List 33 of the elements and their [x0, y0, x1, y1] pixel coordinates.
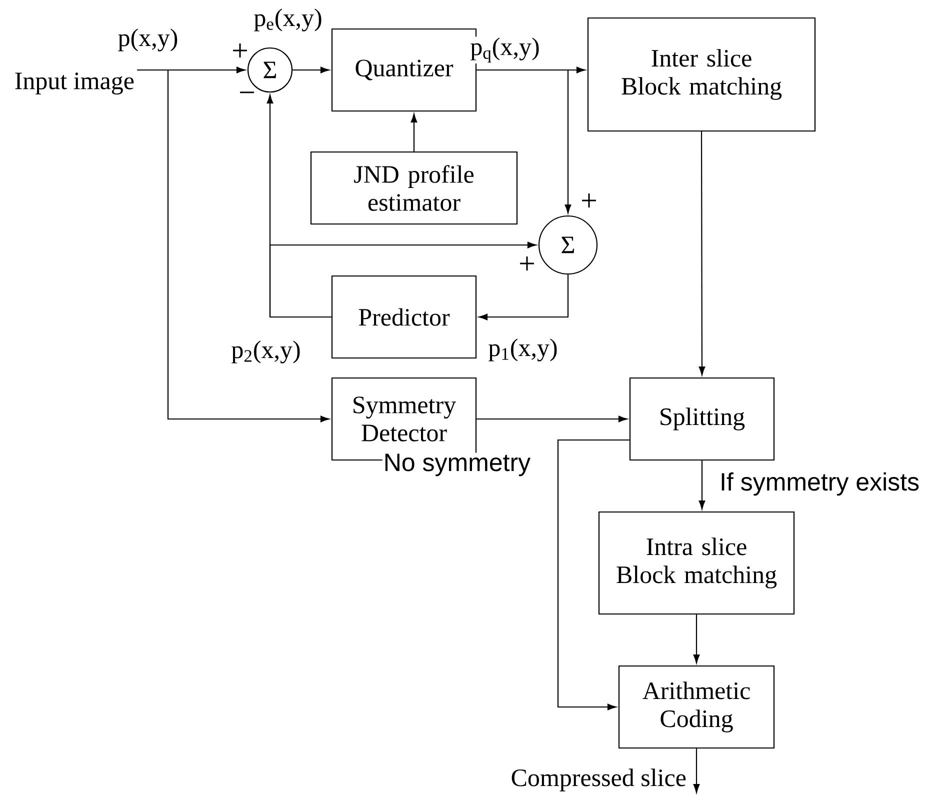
arrow [410, 114, 418, 152]
edge-label: No symmetry [382, 452, 532, 478]
signal-label: p$_{e}$(x,y) [254, 8, 322, 32]
edge-label: If symmetry exists [718, 471, 921, 497]
arrow [476, 416, 628, 422]
signal-label: p(x,y) [118, 28, 178, 52]
arrow [693, 614, 700, 664]
arrow [698, 132, 706, 376]
process-box: Arithmetic Coding [618, 665, 775, 749]
summing-junction: Σ [247, 47, 293, 93]
sign-symbol: + [520, 256, 534, 270]
arrow [693, 748, 700, 793]
sign-symbol: + [582, 194, 596, 208]
input-label: Input image [15, 72, 134, 94]
process-box: Inter slice Block matching [587, 17, 816, 132]
arrow [478, 274, 569, 320]
process-box: Splitting [629, 377, 775, 461]
arrow [698, 460, 706, 510]
signal-label: p$_{2}$(x,y) [232, 340, 300, 364]
arrow [557, 439, 630, 710]
arrow [476, 69, 572, 214]
edge-label: p$_{q}$(x,y) [469, 36, 541, 64]
process-box: Intra slice Block matching [598, 511, 795, 615]
arrow [269, 242, 536, 318]
signal-label: p$_{1}$(x,y) [488, 338, 557, 362]
summing-junction: Σ [538, 215, 598, 275]
sign-symbol: − [240, 92, 254, 94]
arrow [137, 69, 330, 422]
process-box: JND profile estimator [310, 151, 518, 225]
sign-symbol: + [233, 44, 247, 58]
arrow [292, 66, 330, 74]
edge-label: Compressed slice [510, 768, 688, 792]
process-box: Predictor [331, 275, 477, 359]
